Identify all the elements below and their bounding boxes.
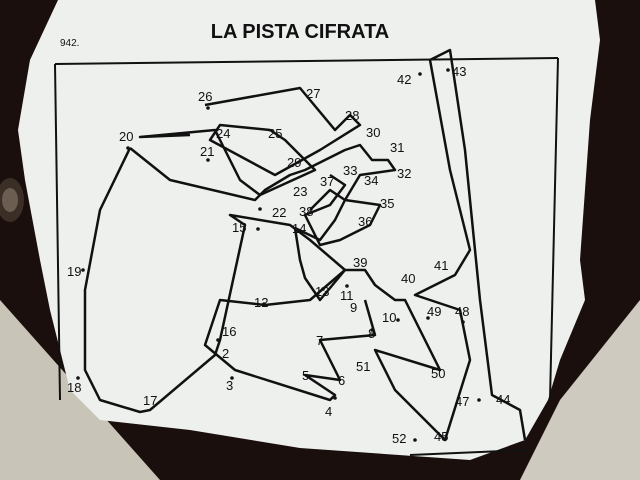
dot-labels: 2 3 4 5 6 7 8 9 10 11 12 13 14 15 16 17 …	[67, 64, 510, 446]
dot-label: 16	[222, 324, 236, 339]
dot	[206, 158, 210, 162]
light-object-bottom-right	[520, 300, 640, 480]
dot-label: 21	[200, 144, 214, 159]
dot-label: 36	[358, 214, 372, 229]
dot	[206, 106, 210, 110]
metal-stud-center	[2, 188, 18, 212]
dot-label: 29	[287, 155, 301, 170]
drawn-path-center	[303, 173, 382, 247]
dot-label: 9	[350, 300, 357, 315]
dot-label: 17	[143, 393, 157, 408]
dot	[333, 396, 337, 400]
dot	[262, 302, 266, 306]
dot-label: 43	[452, 64, 466, 79]
dot-label: 38	[299, 204, 313, 219]
dot-label: 27	[306, 86, 320, 101]
dot-label: 35	[380, 196, 394, 211]
drawn-path-left	[83, 147, 377, 414]
dot-label: 40	[401, 271, 415, 286]
dot	[461, 320, 465, 324]
frame-right	[549, 57, 559, 401]
dot-label: 3	[226, 378, 233, 393]
puzzle-title: LA PISTA CIFRATA	[211, 21, 390, 43]
dot	[477, 398, 481, 402]
dot	[370, 328, 374, 332]
dot	[81, 268, 85, 272]
dot-label: 24	[216, 126, 230, 141]
drawn-path-main	[129, 48, 527, 442]
dot-label: 26	[198, 89, 212, 104]
header-fragment: 942.	[60, 38, 79, 49]
dot-label: 52	[392, 431, 406, 446]
dot	[258, 207, 262, 211]
dot	[345, 284, 349, 288]
dot-label: 23	[293, 184, 307, 199]
dot-label: 18	[67, 380, 81, 395]
dot	[256, 227, 260, 231]
dot-label: 51	[356, 359, 370, 374]
dot	[76, 376, 80, 380]
dot-label: 25	[268, 126, 282, 141]
dot-label: 28	[345, 108, 359, 123]
dot	[126, 146, 130, 150]
dot-label: 4	[325, 404, 332, 419]
dot-label: 48	[455, 304, 469, 319]
dot	[230, 376, 234, 380]
dot-label: 15	[232, 220, 246, 235]
dot	[418, 72, 422, 76]
dot-label: 20	[119, 129, 133, 144]
dot-label: 13	[315, 284, 329, 299]
dot	[413, 438, 417, 442]
dot-label: 42	[397, 72, 411, 87]
frame-left	[54, 63, 61, 401]
dot-label: 7	[316, 333, 323, 348]
dot-label: 32	[397, 166, 411, 181]
dot-label: 19	[67, 264, 81, 279]
frame-top	[54, 57, 559, 65]
dot-label: 8	[368, 326, 375, 341]
dot-label: 49	[427, 304, 441, 319]
dot	[396, 318, 400, 322]
dot-label: 45	[434, 429, 448, 444]
dot-label: 11	[340, 288, 354, 303]
dot-label: 37	[320, 174, 334, 189]
dot	[321, 287, 325, 291]
dot-label: 6	[338, 373, 345, 388]
torn-paper	[18, 0, 600, 460]
dot-label: 31	[390, 140, 404, 155]
dot-label: 33	[343, 163, 357, 178]
dot-label: 10	[382, 310, 396, 325]
dot-label: 30	[366, 125, 380, 140]
dot-label: 47	[455, 394, 469, 409]
dot-label: 50	[431, 366, 445, 381]
dot-label: 44	[496, 392, 510, 407]
dot-label: 41	[434, 258, 448, 273]
dot-label: 39	[353, 255, 367, 270]
dot-label: 5	[302, 368, 309, 383]
drawn-path-top	[138, 86, 362, 197]
dot	[426, 316, 430, 320]
dot-label: 34	[364, 173, 378, 188]
dot	[216, 338, 220, 342]
printed-dots	[76, 68, 481, 442]
dot-label: 14	[292, 221, 306, 236]
dot	[446, 68, 450, 72]
frame-bottom	[409, 449, 529, 456]
dot-label: 22	[272, 205, 286, 220]
dot-label: 12	[254, 295, 268, 310]
dot-label: 2	[222, 346, 229, 361]
